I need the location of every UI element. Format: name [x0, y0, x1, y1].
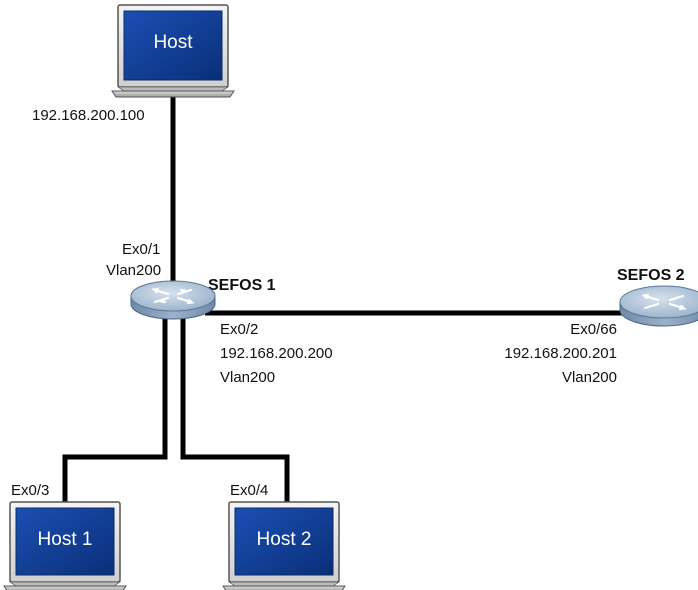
host-top-label: Host [153, 32, 193, 53]
sefos1-ip-right: 192.168.200.200 [220, 345, 333, 362]
host1-port: Ex0/3 [11, 482, 49, 499]
monitor-icon [3, 501, 127, 590]
sefos1-router[interactable] [130, 280, 216, 320]
sefos2-router[interactable] [619, 285, 698, 327]
router-icon [619, 285, 698, 327]
monitor-icon [222, 501, 346, 590]
host-top[interactable]: Host [111, 4, 235, 98]
sefos1-vlan-up: Vlan200 [106, 262, 161, 279]
sefos1-vlan-right: Vlan200 [220, 369, 275, 386]
sefos2-ip: 192.168.200.201 [504, 345, 617, 362]
links [62, 97, 640, 502]
monitor-icon [111, 4, 235, 98]
sefos1-port-right: Ex0/2 [220, 321, 258, 338]
host2[interactable]: Host 2 [222, 501, 346, 590]
host1-label: Host 1 [38, 529, 93, 550]
link-sefos1-to-host2 [180, 315, 290, 502]
host1[interactable]: Host 1 [3, 501, 127, 590]
host2-label: Host 2 [257, 529, 312, 550]
host-top-ip: 192.168.200.100 [32, 107, 145, 124]
sefos1-port-up: Ex0/1 [122, 241, 160, 258]
host2-port: Ex0/4 [230, 482, 268, 499]
router-icon [130, 280, 216, 320]
sefos1-name: SEFOS 1 [208, 277, 276, 294]
sefos2-port: Ex0/66 [570, 321, 617, 338]
link-sefos1-to-host1 [62, 315, 168, 502]
sefos2-vlan: Vlan200 [562, 369, 617, 386]
sefos2-name: SEFOS 2 [617, 267, 685, 284]
